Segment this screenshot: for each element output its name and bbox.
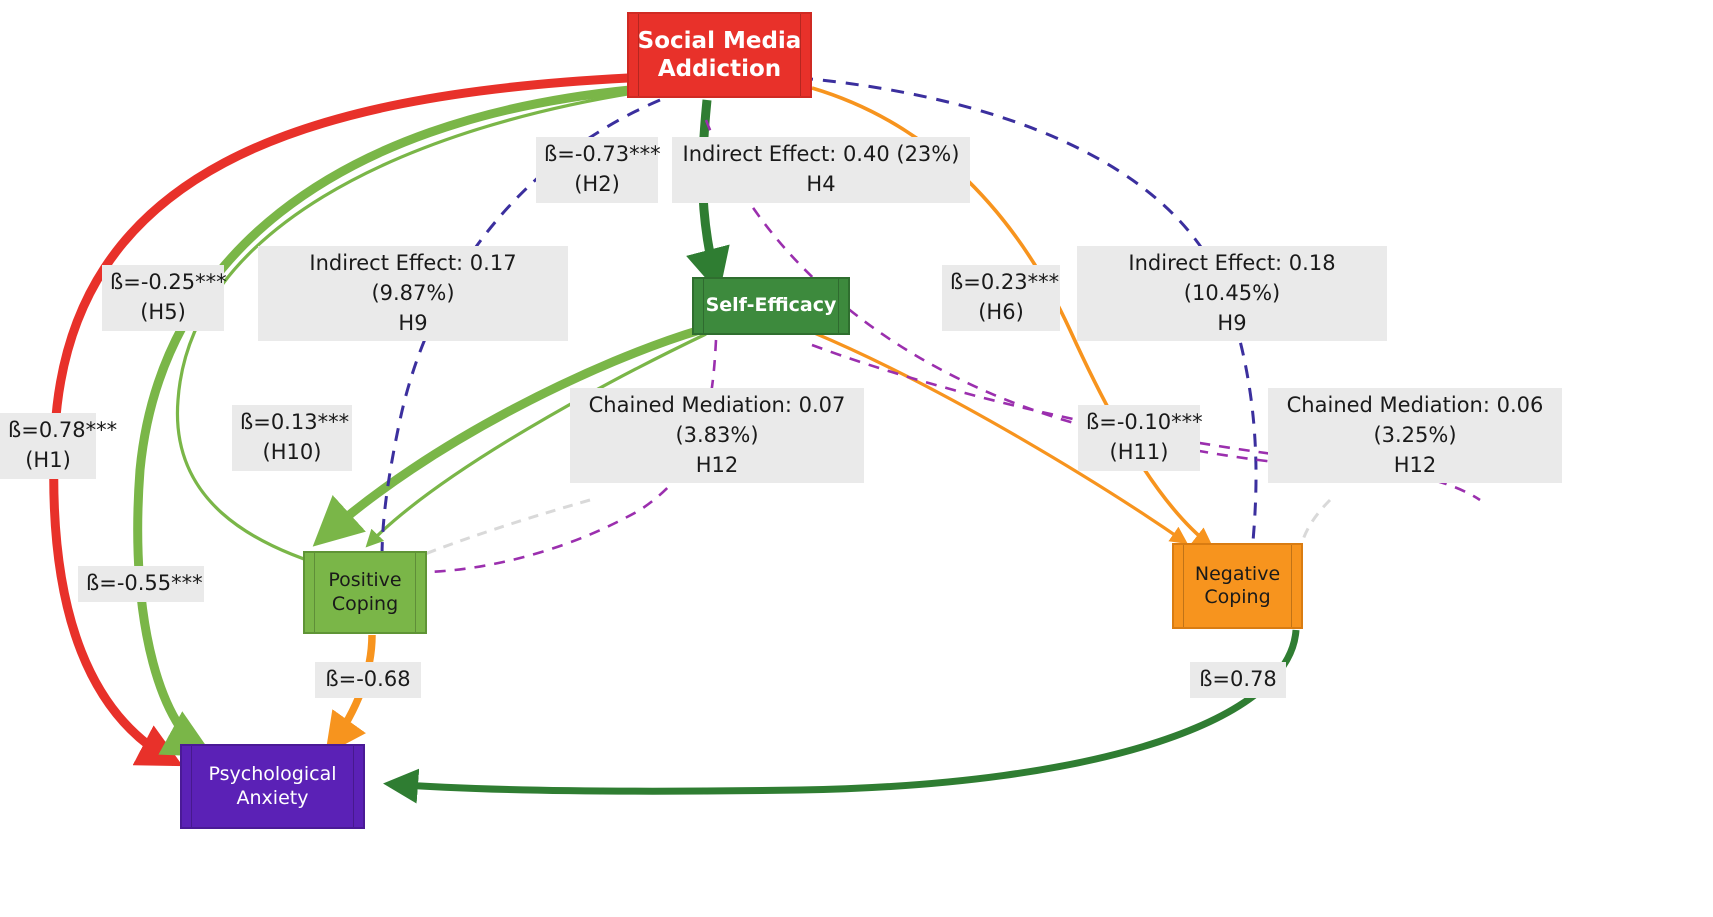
node-label: Social Media Addiction <box>637 27 802 82</box>
node-negative-coping[interactable]: Negative Coping <box>1172 543 1303 629</box>
edge-self-efficacy-to-positive-coping-thin <box>365 332 707 548</box>
node-label: Psychological Anxiety <box>208 763 337 809</box>
edge-h6-addiction-to-negative-coping <box>811 86 1214 548</box>
node-positive-coping[interactable]: Positive Coping <box>303 551 427 634</box>
edge-grey-connector-right <box>1298 498 1332 557</box>
edge-label-positive-coping-anxiety: ß=-0.68 <box>315 662 421 698</box>
edge-label-addiction-anxiety: ß=-0.55*** <box>78 566 204 602</box>
edge-label-h9-right: Indirect Effect: 0.18 (10.45%) H9 <box>1077 246 1387 342</box>
edge-h9-left-dashed <box>380 98 661 559</box>
node-label: Self-Efficacy <box>705 294 837 317</box>
edge-grey-connector-left <box>419 498 591 558</box>
edge-label-h10: ß=0.13*** (H10) <box>232 405 352 471</box>
edge-label-h11: ß=-0.10*** (H11) <box>1078 405 1203 471</box>
edge-label-negative-coping-anxiety: ß=0.78 <box>1190 662 1286 698</box>
edge-label-h9-left: Indirect Effect: 0.17 (9.87%) H9 <box>258 246 568 342</box>
node-social-media-addiction[interactable]: Social Media Addiction <box>627 12 812 98</box>
node-self-efficacy[interactable]: Self-Efficacy <box>692 277 850 335</box>
edge-h11-self-efficacy-to-negative-coping <box>811 330 1188 545</box>
node-psychological-anxiety[interactable]: Psychological Anxiety <box>180 744 365 829</box>
edge-label-h1: ß=0.78*** (H1) <box>0 413 117 479</box>
edge-label-h12-left: Chained Mediation: 0.07 (3.83%) H12 <box>570 388 864 484</box>
edge-label-h2: ß=-0.73*** (H2) <box>536 137 661 203</box>
edge-label-h5: ß=-0.25*** (H5) <box>102 265 227 331</box>
edge-h5-addiction-to-positive-coping <box>175 90 641 575</box>
edge-addiction-to-anxiety-green <box>133 85 631 757</box>
edge-h10-self-efficacy-to-positive-coping <box>312 325 702 547</box>
edge-label-h12-right: Chained Mediation: 0.06 (3.25%) H12 <box>1268 388 1562 484</box>
edge-label-h4: Indirect Effect: 0.40 (23%) H4 <box>672 137 970 203</box>
edge-h12-right-dashed <box>811 343 1481 502</box>
edge-positive-coping-to-anxiety <box>325 634 376 755</box>
edge-h1-addiction-to-anxiety <box>49 73 629 767</box>
edge-label-h6: ß=0.23*** (H6) <box>942 265 1060 331</box>
node-label: Negative Coping <box>1194 562 1281 608</box>
edge-negative-coping-to-anxiety <box>383 629 1300 804</box>
node-label: Positive Coping <box>328 569 402 615</box>
